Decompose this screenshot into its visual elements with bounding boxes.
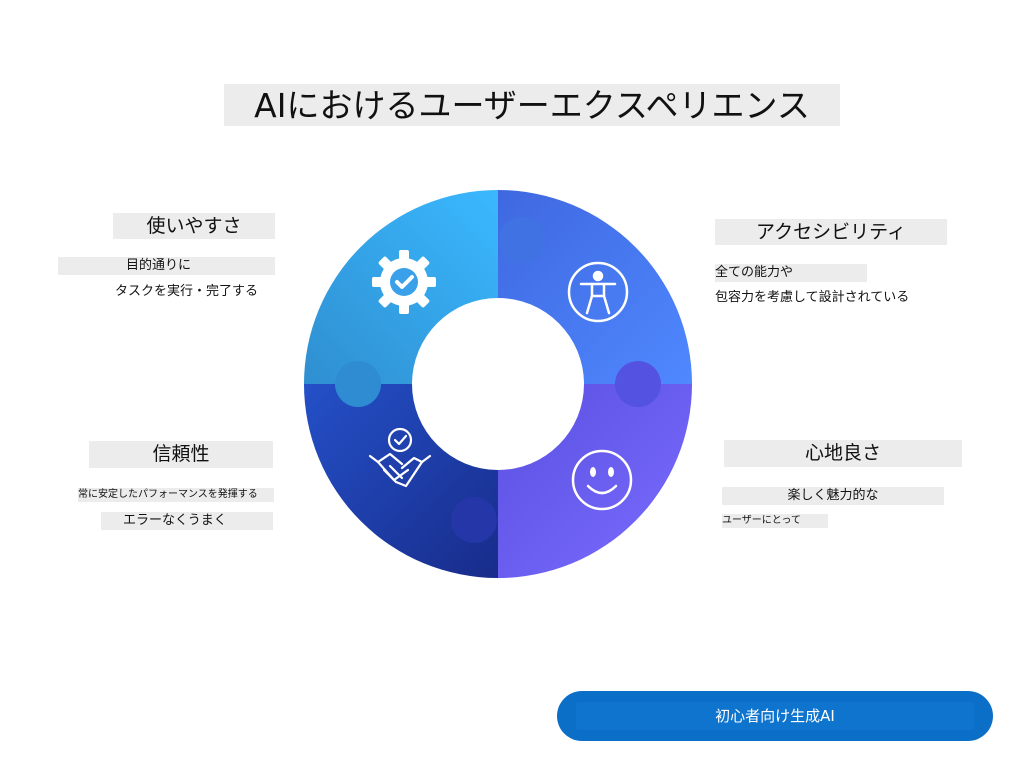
usability-desc-line2: タスクを実行・完了する [115, 284, 259, 299]
page-title: AIにおけるユーザーエクスペリエンス [224, 84, 840, 126]
delight-desc-line2: ユーザーにとって [722, 514, 828, 528]
accessibility-label: アクセシビリティ [715, 219, 947, 245]
trust-desc-line1: 常に安定したパフォーマンスを発揮する [78, 488, 274, 502]
ux-puzzle-wheel [304, 190, 692, 578]
beginner-genai-button[interactable]: 初心者向け生成AI [557, 691, 993, 741]
handshake-icon [368, 427, 432, 488]
usability-desc-line1: 目的通りに [58, 257, 275, 275]
trust-desc-line2: エラーなくうまく [101, 512, 273, 530]
accessibility-desc-line1: 全ての能力や [715, 264, 867, 282]
puzzle-tab-left [335, 361, 381, 407]
gear-check-icon [372, 250, 436, 314]
usability-label: 使いやすさ [113, 213, 275, 239]
cta-label: 初心者向け生成AI [715, 707, 835, 725]
cta-highlight [576, 702, 974, 730]
delight-label: 心地良さ [724, 440, 962, 467]
trust-label: 信頼性 [89, 441, 273, 468]
accessibility-desc-line2: 包容力を考慮して設計されている [715, 290, 910, 305]
smiley-icon [571, 449, 633, 511]
puzzle-tab-bottom [451, 497, 497, 543]
wheel-center [412, 298, 584, 470]
delight-desc-line1: 楽しく魅力的な [722, 487, 944, 505]
puzzle-tab-top [499, 217, 545, 263]
accessibility-icon [567, 261, 629, 323]
puzzle-tab-right [615, 361, 661, 407]
